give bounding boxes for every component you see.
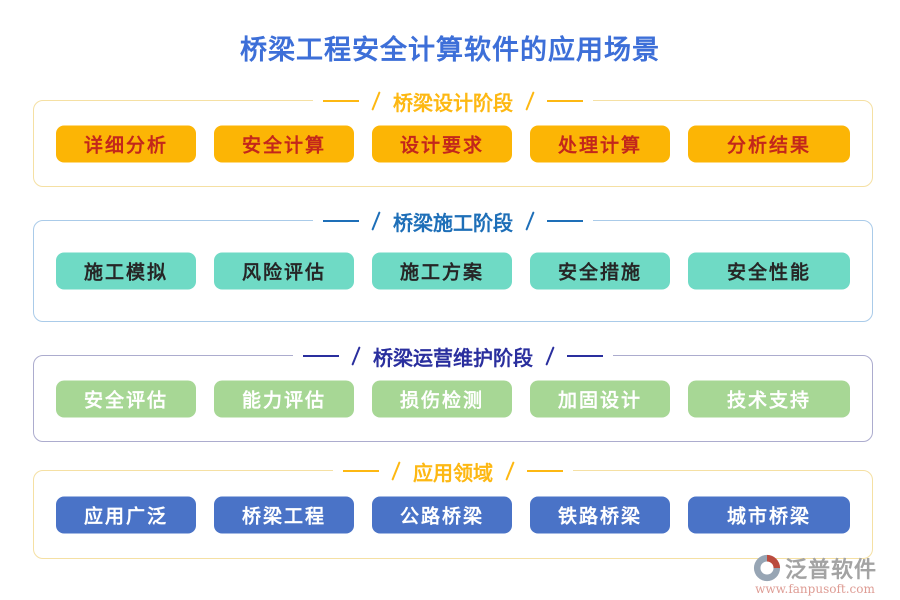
header-slash-left [351, 346, 361, 366]
header-dash-left [323, 220, 359, 222]
header-slash-right [545, 346, 555, 366]
header-slash-right [525, 91, 535, 111]
safety-evaluation-button[interactable]: 安全评估 [56, 380, 196, 417]
section-design-phase-header: 桥梁设计阶段 [313, 86, 593, 116]
construction-plan-button[interactable]: 施工方案 [372, 252, 512, 290]
header-dash-right [547, 100, 583, 102]
header-slash-left [391, 461, 401, 481]
safety-measures-button[interactable]: 安全措施 [530, 252, 670, 290]
section-header-label: 应用领域 [413, 460, 493, 485]
section-header-label: 桥梁设计阶段 [393, 90, 513, 115]
header-slash-right [525, 211, 535, 231]
watermark: 泛普软件 www.fanpusoft.com [736, 552, 894, 596]
header-slash-right [505, 461, 515, 481]
safety-calculation-button[interactable]: 安全计算 [214, 125, 354, 162]
urban-bridge-button[interactable]: 城市桥梁 [688, 496, 850, 533]
construction-simulation-button[interactable]: 施工模拟 [56, 252, 196, 290]
section-design-phase: 桥梁设计阶段 详细分析 安全计算 设计要求 处理计算 分析结果 [33, 86, 873, 187]
section-operation-maintenance-header: 桥梁运营维护阶段 [293, 341, 613, 371]
highway-bridge-button[interactable]: 公路桥梁 [372, 496, 512, 533]
header-slash-left [371, 211, 381, 231]
section-construction-phase: 桥梁施工阶段 施工模拟 风险评估 施工方案 安全措施 安全性能 [33, 206, 873, 322]
damage-detection-button[interactable]: 损伤检测 [372, 380, 512, 417]
section-header-label: 桥梁施工阶段 [393, 210, 513, 235]
section-application-fields: 应用领域 应用广泛 桥梁工程 公路桥梁 铁路桥梁 城市桥梁 [33, 456, 873, 559]
wide-application-button[interactable]: 应用广泛 [56, 496, 196, 533]
watermark-url: www.fanpusoft.com [755, 582, 875, 596]
page-title: 桥梁工程安全计算软件的应用场景 [240, 35, 660, 66]
detailed-analysis-button[interactable]: 详细分析 [56, 125, 196, 162]
header-dash-left [303, 355, 339, 357]
design-phase-button-row: 详细分析 安全计算 设计要求 处理计算 分析结果 [56, 125, 850, 162]
header-dash-left [323, 100, 359, 102]
technical-support-button[interactable]: 技术支持 [688, 380, 850, 417]
design-requirements-button[interactable]: 设计要求 [372, 125, 512, 162]
construction-phase-button-row: 施工模拟 风险评估 施工方案 安全措施 安全性能 [56, 252, 850, 290]
application-fields-button-row: 应用广泛 桥梁工程 公路桥梁 铁路桥梁 城市桥梁 [56, 496, 850, 533]
safety-performance-button[interactable]: 安全性能 [688, 252, 850, 290]
risk-assessment-button[interactable]: 风险评估 [214, 252, 354, 290]
watermark-brand-text: 泛普软件 [784, 557, 877, 583]
header-dash-right [547, 220, 583, 222]
capacity-evaluation-button[interactable]: 能力评估 [214, 380, 354, 417]
watermark-brand-row: 泛普软件 [736, 552, 894, 584]
header-slash-left [371, 91, 381, 111]
fanpu-logo-icon [753, 554, 781, 582]
section-header-label: 桥梁运营维护阶段 [373, 345, 533, 370]
header-dash-left [343, 470, 379, 472]
railway-bridge-button[interactable]: 铁路桥梁 [530, 496, 670, 533]
bridge-engineering-button[interactable]: 桥梁工程 [214, 496, 354, 533]
header-dash-right [567, 355, 603, 357]
analysis-results-button[interactable]: 分析结果 [688, 125, 850, 162]
processing-calculation-button[interactable]: 处理计算 [530, 125, 670, 162]
operation-maintenance-button-row: 安全评估 能力评估 损伤检测 加固设计 技术支持 [56, 380, 850, 417]
section-application-fields-header: 应用领域 [333, 456, 573, 486]
header-dash-right [527, 470, 563, 472]
section-construction-phase-header: 桥梁施工阶段 [313, 206, 593, 236]
reinforcement-design-button[interactable]: 加固设计 [530, 380, 670, 417]
section-operation-maintenance-phase: 桥梁运营维护阶段 安全评估 能力评估 损伤检测 加固设计 技术支持 [33, 341, 873, 442]
